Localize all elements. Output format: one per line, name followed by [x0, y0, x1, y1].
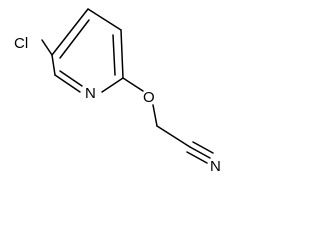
bond-n1-c6: [54, 74, 81, 93]
chemical-structure: Cl N O N: [14, 8, 221, 175]
chlorine-label: Cl: [14, 35, 28, 52]
molecule-svg: Cl N O N: [14, 8, 221, 175]
bond-c2-n1: [101, 77, 124, 93]
nitrile-nitrogen-label: N: [210, 158, 221, 175]
bond-n1-c6-inner: [59, 70, 83, 87]
nitrile-bond-2: [186, 151, 208, 164]
bond-c4-c3: [87, 8, 122, 31]
bond-ch2-cn: [156, 125, 191, 148]
ring-nitrogen-label: N: [85, 85, 96, 102]
nitrile-bond-1: [189, 146, 211, 159]
nitrile-bond-3: [192, 141, 214, 154]
bond-c5-c4: [51, 8, 89, 56]
bond-c5-c4-inner: [59, 19, 90, 59]
bond-c2-o: [122, 77, 144, 92]
oxygen-label: O: [143, 89, 155, 106]
bond-c3-c2: [120, 29, 124, 79]
bond-cl-c5: [41, 39, 53, 56]
bond-o-ch2: [152, 104, 158, 127]
bond-c3-c2-inner: [112, 34, 116, 76]
bond-c6-c5: [51, 54, 56, 76]
